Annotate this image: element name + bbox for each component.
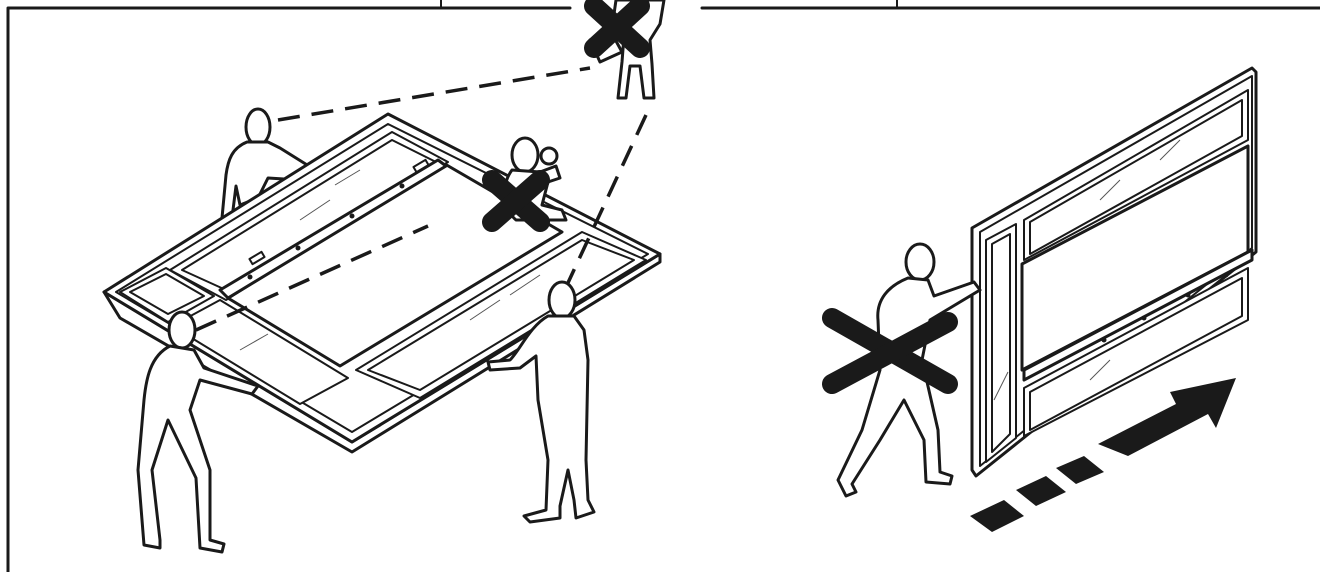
glass-panel-top-band xyxy=(1023,89,1249,261)
person-back-left xyxy=(220,107,314,220)
person-carrier-right xyxy=(486,280,596,524)
movement-arrow-icon xyxy=(970,378,1236,532)
left-panel-border xyxy=(6,6,572,572)
left-panel xyxy=(6,0,666,572)
person-carrier-left xyxy=(136,310,260,554)
frame-rail xyxy=(218,158,448,300)
glass-panel-left xyxy=(119,267,215,323)
glass-panel-top xyxy=(169,131,449,301)
glass-panel-bottom-band xyxy=(1023,267,1249,437)
window-frame-upright xyxy=(970,66,1258,478)
right-panel xyxy=(700,0,1320,532)
glass-panel-left-column xyxy=(985,223,1017,463)
sightline-dashes xyxy=(195,66,648,332)
upright-rail xyxy=(1022,248,1254,382)
